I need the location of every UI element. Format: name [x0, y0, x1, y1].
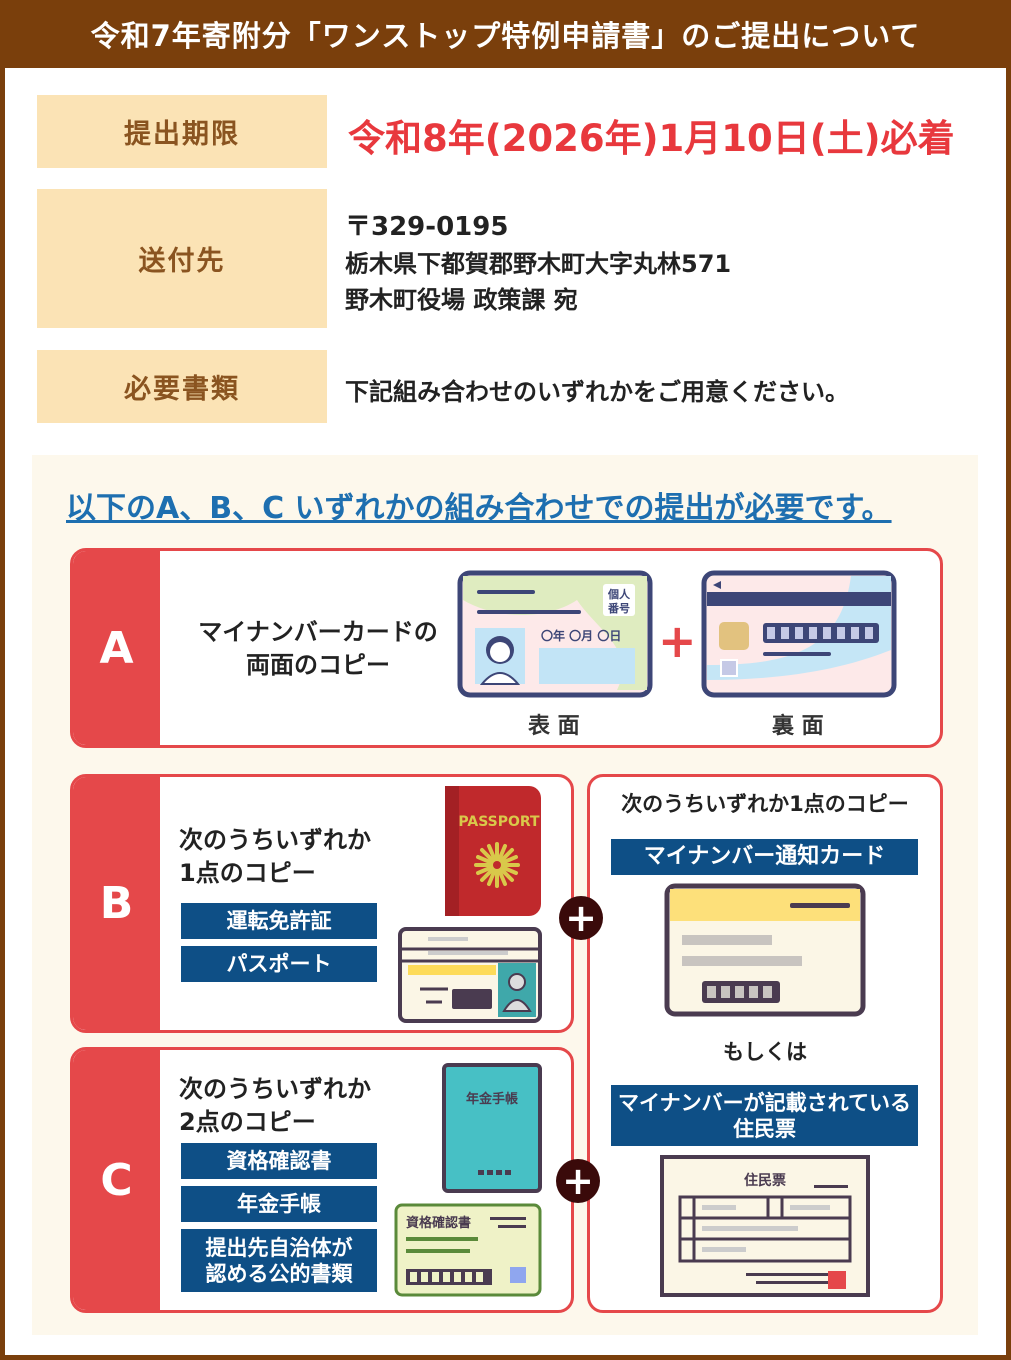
item-resident-record: マイナンバーが記載されている 住民票 [611, 1085, 918, 1146]
notification-card-icon [664, 883, 866, 1017]
plus-icon: + [658, 614, 697, 668]
plus-icon-b: + [559, 896, 603, 940]
pension-book-text: 年金手帳 [466, 1091, 518, 1107]
item-pension-book: 年金手帳 [181, 1186, 377, 1222]
item-passport: パスポート [181, 946, 377, 982]
option-c-line2: 2点のコピー [179, 1108, 316, 1136]
docs-value: 下記組み合わせのいずれかをご用意ください。 [345, 378, 849, 406]
page-title: 令和7年寄附分「ワンストップ特例申請書」のご提出について [0, 0, 1011, 68]
drivers-license-icon [398, 927, 542, 1023]
recipient: 野木町役場 政策課 宛 [345, 286, 578, 314]
option-c-letter: C [73, 1050, 160, 1310]
passport-icon: PASSPORT [445, 786, 541, 916]
card-badge-2: 番号 [607, 601, 630, 615]
option-c-text: 次のうちいずれか 2点のコピー [179, 1073, 371, 1139]
option-a-text: マイナンバーカードの 両面のコピー [196, 616, 440, 682]
item-public-document: 提出先自治体が 認める公的書類 [181, 1229, 377, 1292]
item-notification-card: マイナンバー通知カード [611, 839, 918, 875]
option-a-letter: A [73, 551, 160, 745]
mynumber-card-back-icon [701, 570, 897, 698]
pension-book-icon: 年金手帳 [442, 1063, 542, 1193]
right-title: 次のうちいずれか1点のコピー [621, 792, 909, 816]
passport-text: PASSPORT [458, 814, 540, 830]
or-text: もしくは [723, 1040, 807, 1064]
option-b-letter: B [73, 777, 160, 1030]
option-b-line1: 次のうちいずれか [179, 826, 371, 854]
option-a-line1: マイナンバーカードの [198, 618, 438, 646]
qualification-cert-icon: 資格確認書 [394, 1203, 542, 1297]
deadline-label: 提出期限 [37, 95, 327, 168]
section-heading: 以下のA、B、C いずれかの組み合わせでの提出が必要です。 [66, 491, 892, 526]
cert-text: 資格確認書 [406, 1215, 471, 1231]
back-caption: 裏 面 [772, 714, 824, 739]
postal-code: 〒329-0195 [345, 212, 509, 242]
option-b-text: 次のうちいずれか 1点のコピー [179, 824, 371, 890]
card-date: 〇年 〇月 〇日 [541, 628, 621, 643]
address-label: 送付先 [37, 189, 327, 328]
plus-icon-c: + [556, 1159, 600, 1203]
docs-label: 必要書類 [37, 350, 327, 423]
option-b-line2: 1点のコピー [179, 859, 316, 887]
address: 栃木県下都賀郡野木町大字丸林571 [345, 250, 732, 278]
item-drivers-license: 運転免許証 [181, 903, 377, 939]
juminhyo-text: 住民票 [744, 1172, 786, 1189]
option-a-line2: 両面のコピー [246, 651, 390, 679]
deadline-value: 令和8年(2026年)1月10日(土)必着 [348, 117, 955, 160]
option-c-line1: 次のうちいずれか [179, 1075, 371, 1103]
mynumber-card-front-icon: 個人 番号 〇年 〇月 〇日 [457, 570, 653, 698]
card-badge-1: 個人 [607, 587, 631, 601]
resident-record-icon: 住民票 [660, 1155, 870, 1297]
front-caption: 表 面 [528, 714, 580, 739]
item-qualification-cert: 資格確認書 [181, 1143, 377, 1179]
